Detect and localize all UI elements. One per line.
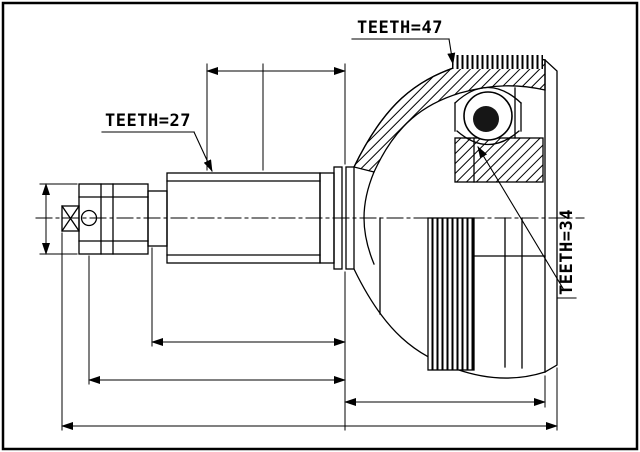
boot-ridge [333, 166, 343, 270]
spline-shaft [166, 172, 335, 264]
pin-hole [80, 209, 98, 227]
label-teeth-27: TEETH=27 [105, 111, 191, 131]
ball-shading [473, 106, 499, 132]
stub-shaft [61, 183, 149, 255]
cavity-edge-top [363, 171, 375, 219]
cavity-edge-bottom [363, 217, 375, 265]
abs-ring-serration [452, 55, 543, 69]
leader-teeth-47 [447, 38, 456, 65]
ball-bearing [463, 91, 513, 141]
inner-race-section [454, 137, 544, 183]
label-teeth-34: TEETH=34 [557, 209, 577, 295]
spline-shaft-outline [166, 172, 321, 264]
label-leaders [101, 38, 577, 299]
race-groove-arc-bottom [456, 130, 520, 145]
leader-teeth-27 [193, 131, 213, 172]
dimension-lines [39, 63, 558, 431]
boot-ridge [345, 166, 355, 270]
leader-teeth-34 [477, 146, 565, 291]
abs-tone-ring [427, 217, 475, 371]
bell-right-rim [544, 59, 558, 373]
label-teeth-47: TEETH=47 [357, 18, 443, 38]
labels: TEETH=47 TEETH=27 TEETH=34 [105, 18, 577, 295]
race-groove-arc-top [454, 86, 522, 104]
bell-housing [353, 55, 558, 379]
stub-end-chamfer-line [61, 205, 80, 232]
boot-grooves [333, 166, 355, 270]
